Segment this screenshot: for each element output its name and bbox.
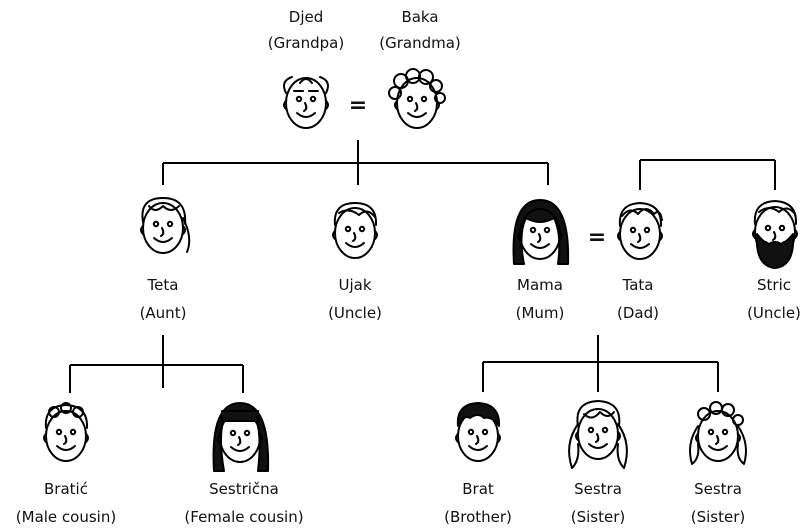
brother-node: Brat (Brother) <box>444 402 512 526</box>
female-cousin-translation: (Female cousin) <box>184 508 303 526</box>
tata-translation: (Dad) <box>617 304 659 322</box>
ujak-name: Ujak <box>338 276 371 294</box>
brother-name: Brat <box>462 480 494 498</box>
stric-face-icon <box>752 200 798 269</box>
sister1-node: Sestra (Sister) <box>568 400 628 526</box>
grandpa-name: Djed <box>289 8 323 26</box>
male-cousin-name: Bratić <box>44 480 88 498</box>
sister1-translation: (Sister) <box>571 508 626 526</box>
aunt-translation: (Aunt) <box>140 304 187 322</box>
sister1-face-icon <box>568 400 628 469</box>
ujak-node: Ujak (Uncle) <box>328 202 382 322</box>
tree-connectors <box>69 140 776 393</box>
marriage-symbol-grandparents: = <box>349 93 367 118</box>
female-cousin-node: Sestrična (Female cousin) <box>184 402 304 526</box>
sister2-name: Sestra <box>694 480 742 498</box>
stric-name: Stric <box>757 276 791 294</box>
ujak-face-icon <box>332 202 378 259</box>
tata-name: Tata <box>622 276 654 294</box>
brother-translation: (Brother) <box>444 508 512 526</box>
female-cousin-face-icon <box>212 402 270 472</box>
ujak-translation: (Uncle) <box>328 304 382 322</box>
female-cousin-name: Sestrična <box>209 480 279 498</box>
mama-name: Mama <box>517 276 563 294</box>
mama-face-icon <box>512 199 570 265</box>
mama-node: Mama (Mum) <box>512 199 570 322</box>
grandpa-face-icon <box>283 76 329 129</box>
sister2-translation: (Sister) <box>691 508 746 526</box>
male-cousin-node: Bratić (Male cousin) <box>16 402 116 526</box>
mama-translation: (Mum) <box>516 304 565 322</box>
stric-node: Stric (Uncle) <box>747 200 801 322</box>
tata-face-icon <box>617 202 663 260</box>
grandma-node: Baka (Grandma) <box>379 8 461 129</box>
aunt-name: Teta <box>147 276 179 294</box>
tata-node: Tata (Dad) <box>617 202 663 322</box>
sister2-face-icon <box>689 401 747 465</box>
grandma-translation: (Grandma) <box>379 34 461 52</box>
grandpa-node: Djed (Grandpa) <box>268 8 344 129</box>
male-cousin-face-icon <box>43 402 89 462</box>
aunt-node: Teta (Aunt) <box>140 197 191 322</box>
stric-translation: (Uncle) <box>747 304 801 322</box>
grandma-face-icon <box>388 68 446 129</box>
grandpa-translation: (Grandpa) <box>268 34 344 52</box>
male-cousin-translation: (Male cousin) <box>16 508 116 526</box>
sister1-name: Sestra <box>574 480 622 498</box>
grandma-name: Baka <box>401 8 438 26</box>
marriage-symbol-parents: = <box>588 225 606 250</box>
aunt-face-icon <box>140 197 191 254</box>
sister2-node: Sestra (Sister) <box>689 401 747 526</box>
brother-face-icon <box>455 402 501 462</box>
